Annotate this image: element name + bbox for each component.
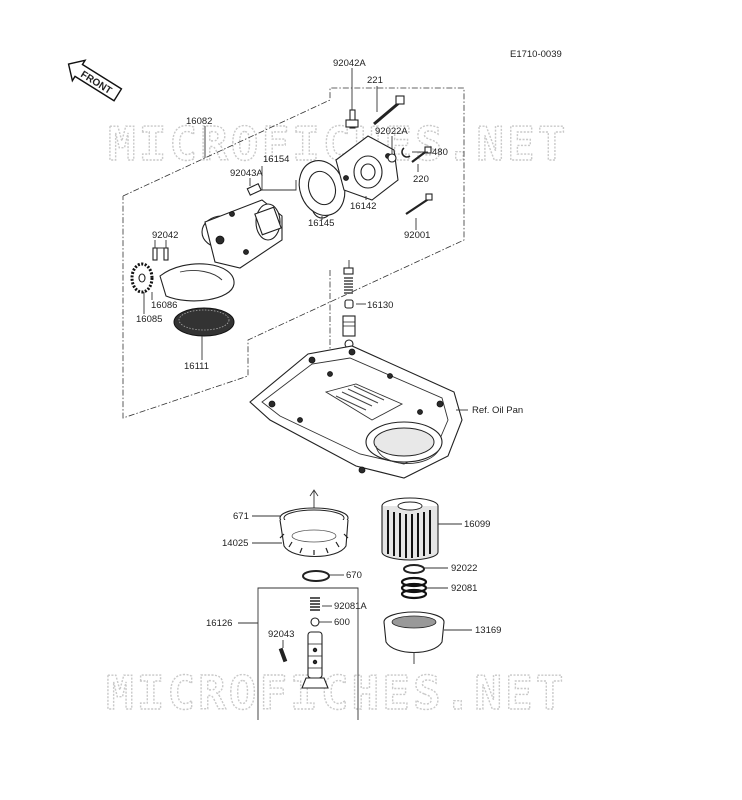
leader-lines: [143, 68, 472, 648]
pins-92042: [152, 247, 169, 261]
label-16142: 16142: [350, 201, 376, 212]
front-arrow-icon: FRONT: [67, 59, 123, 102]
label-16130: 16130: [367, 300, 393, 311]
label-16145: 16145: [308, 218, 334, 229]
label-92042: 92042: [152, 230, 178, 241]
filter-cover-14025: [279, 489, 349, 557]
label-671: 671: [233, 511, 249, 522]
filter-cover-13169: [383, 611, 445, 664]
o-ring-670: [302, 570, 330, 582]
label-92043A: 92043A: [230, 168, 263, 179]
sprocket-16085: [130, 262, 154, 294]
watermark-bottom: MICROFICHES.NET: [106, 666, 566, 720]
label-ref-oil-pan: Ref. Oil Pan: [472, 405, 523, 416]
oil-filter-16099: [381, 497, 439, 561]
label-14025: 14025: [222, 538, 248, 549]
spring-92081: [400, 576, 428, 600]
label-92043: 92043: [268, 629, 294, 640]
label-16085: 16085: [136, 314, 162, 325]
label-600: 600: [334, 617, 350, 628]
label-92001: 92001: [404, 230, 430, 241]
label-16154: 16154: [263, 154, 289, 165]
bypass-valve-outline: [257, 587, 359, 720]
label-670: 670: [346, 570, 362, 581]
washer-92022: [403, 564, 425, 574]
label-16082: 16082: [186, 116, 212, 127]
label-220: 220: [413, 174, 429, 185]
label-16086: 16086: [151, 300, 177, 311]
diagram-id: E1710-0039: [510, 49, 562, 60]
relief-valve-16130: [342, 260, 356, 349]
oil-screen-16111: [173, 307, 235, 337]
label-13169: 13169: [475, 625, 501, 636]
label-16099: 16099: [464, 519, 490, 530]
oil-pan: [249, 345, 463, 479]
bolt-221: [373, 95, 405, 126]
pin-92042A: [345, 109, 359, 129]
label-480: 480: [432, 147, 448, 158]
label-92081: 92081: [451, 583, 477, 594]
gasket-16145: [298, 160, 346, 216]
bolt-92001: [405, 193, 433, 215]
oil-pump-body: [201, 199, 283, 269]
pump-group-outline: [122, 87, 465, 419]
label-92022A: 92022A: [375, 126, 408, 137]
label-92042A: 92042A: [333, 58, 366, 69]
pin-92043A: [246, 183, 262, 196]
screen-housing-16086: [159, 263, 235, 302]
label-221: 221: [367, 75, 383, 86]
bypass-valve-16126: [278, 597, 329, 689]
label-92081A: 92081A: [334, 601, 367, 612]
label-16111: 16111: [184, 361, 209, 372]
pump-cover-16142: [335, 135, 399, 201]
label-92022: 92022: [451, 563, 477, 574]
label-16126: 16126: [206, 618, 232, 629]
